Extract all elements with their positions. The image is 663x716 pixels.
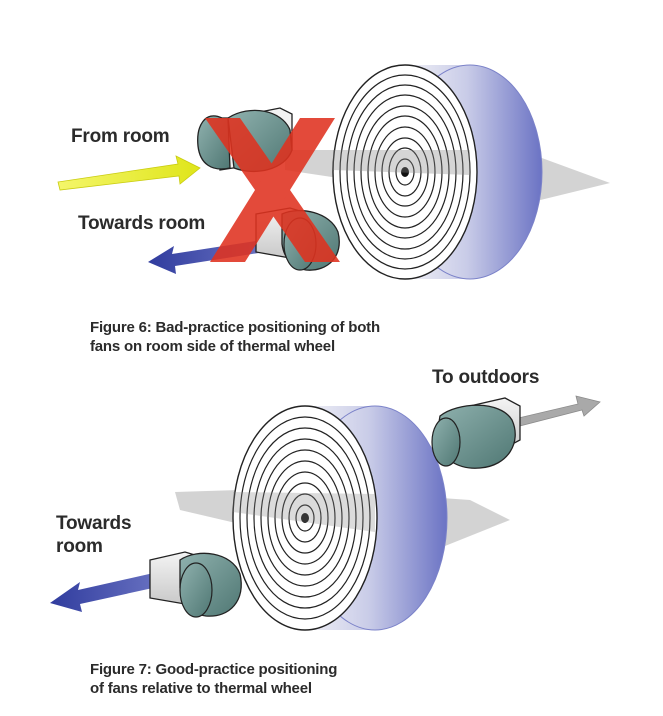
fan-icon	[149, 551, 242, 618]
label-line: room	[56, 536, 103, 557]
label-towards-room: Towards room	[78, 213, 206, 234]
thermal-wheel-icon	[332, 64, 543, 280]
label-to-outdoors: To outdoors	[432, 367, 540, 388]
cross-icon	[205, 118, 340, 262]
arrow-icon	[509, 395, 601, 429]
figure-6	[57, 64, 610, 280]
fan-icon	[431, 397, 521, 469]
label-from-room: From room	[71, 126, 170, 147]
figure-6-caption: Figure 6: Bad-practice positioning of bo…	[90, 318, 380, 356]
caption-line: Figure 7: Good-practice positioning	[90, 661, 338, 678]
figure-7-caption: Figure 7: Good-practice positioning of f…	[90, 660, 337, 698]
caption-line: of fans relative to thermal wheel	[90, 680, 312, 697]
label-line: Towards	[56, 513, 132, 534]
arrow-icon	[57, 155, 201, 191]
label-towards-room: Towards room	[56, 512, 132, 558]
caption-line: Figure 6: Bad-practice positioning of bo…	[90, 319, 380, 336]
arrow-icon	[50, 572, 162, 612]
thermal-wheel-icon	[232, 405, 448, 631]
figure-7	[50, 395, 601, 631]
caption-line: fans on room side of thermal wheel	[90, 338, 335, 355]
